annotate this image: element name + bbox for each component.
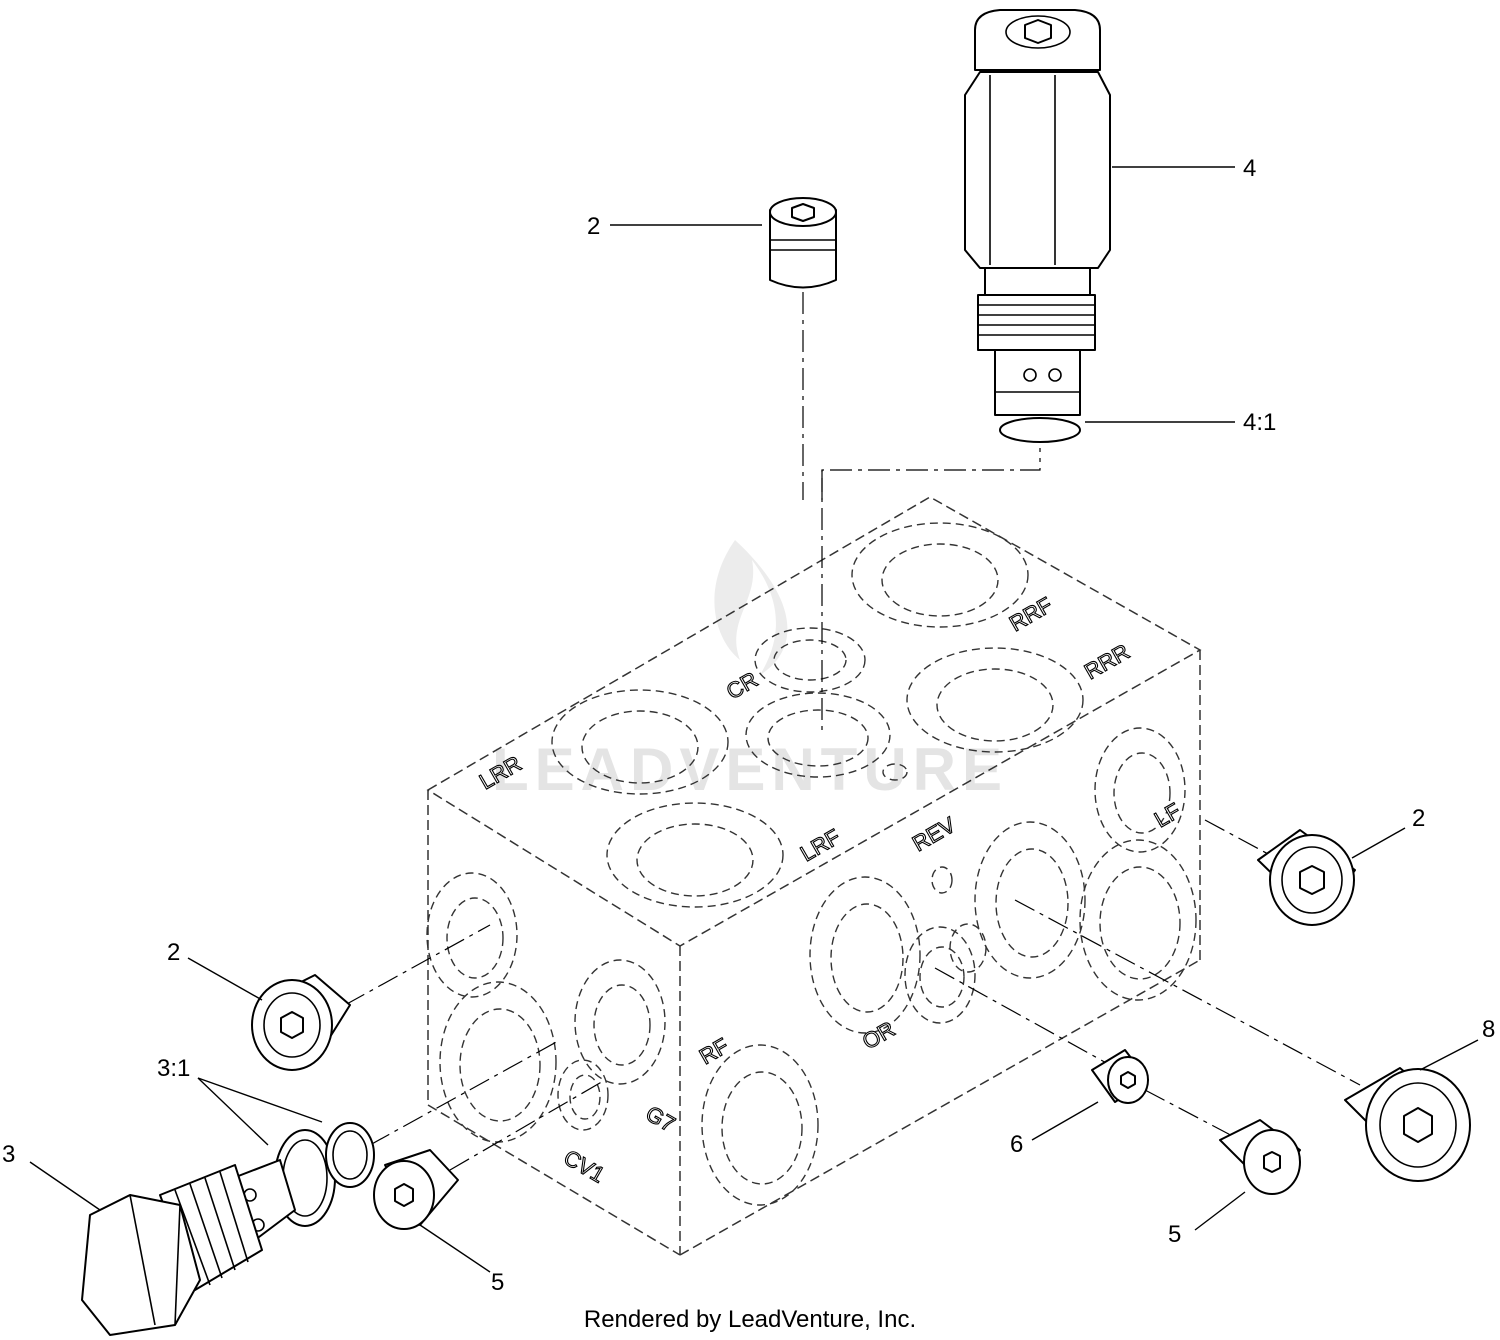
- footer-credit: Rendered by LeadVenture, Inc.: [584, 1306, 916, 1333]
- port-label-lf: LF: [1150, 798, 1185, 832]
- leader-lines: [29, 166, 1479, 1273]
- port-label-rev: REV: [908, 812, 960, 856]
- callouts: 4 4:1 2 2 2 3:1 3 5 6 5 8: [2, 155, 1495, 1296]
- hex-socket-icon: [1024, 19, 1052, 44]
- hex-socket-icon: [1120, 1071, 1136, 1089]
- valve-cartridge-part-4: [964, 9, 1111, 443]
- plug-part-8: [1344, 1067, 1471, 1182]
- hex-socket-icon: [280, 1011, 304, 1039]
- port-label-g7: G7: [642, 1101, 680, 1137]
- callout-3: 3: [2, 1141, 15, 1168]
- callout-2-left: 2: [167, 939, 180, 966]
- assembly-axes: [344, 292, 1361, 1171]
- hex-socket-icon: [791, 203, 815, 222]
- relief-valve-part-3: [81, 1122, 375, 1336]
- plug-part-2-top: [769, 197, 837, 289]
- port-label-rrf: RRF: [1005, 592, 1057, 636]
- watermark: LEADVENTURE: [492, 540, 1008, 803]
- callout-5-left: 5: [491, 1269, 504, 1296]
- callout-2-top: 2: [587, 213, 600, 240]
- plug-part-5-left: [373, 1149, 459, 1230]
- watermark-text: LEADVENTURE: [492, 736, 1008, 803]
- callout-8: 8: [1482, 1016, 1495, 1043]
- hex-socket-icon: [1299, 865, 1325, 895]
- port-label-rrr: RRR: [1080, 639, 1134, 684]
- hex-socket-icon: [1403, 1107, 1433, 1143]
- callout-4: 4: [1243, 155, 1256, 182]
- callout-6: 6: [1010, 1131, 1023, 1158]
- port-label-or: OR: [858, 1016, 899, 1054]
- port-label-rf: RF: [695, 1033, 733, 1069]
- port-label-cr: CR: [722, 667, 762, 705]
- hex-socket-icon: [1263, 1151, 1281, 1173]
- watermark-flame-icon: [714, 540, 788, 675]
- manifold-block: RRF RRR CR LRR LRF REV LF RF OR G7 CV1: [426, 496, 1202, 1256]
- plug-part-2-left: [251, 974, 351, 1071]
- callout-4-1: 4:1: [1243, 409, 1276, 436]
- hex-socket-icon: [394, 1183, 414, 1207]
- plug-part-2-right: [1257, 829, 1356, 926]
- orifice-part-6: [1091, 1049, 1149, 1104]
- callout-5-right: 5: [1168, 1221, 1181, 1248]
- callout-2-right: 2: [1412, 805, 1425, 832]
- port-label-lrf: LRF: [796, 824, 844, 866]
- port-label-cv1: CV1: [560, 1145, 610, 1188]
- plug-part-5-right: [1219, 1119, 1301, 1195]
- callout-3-1: 3:1: [157, 1055, 190, 1082]
